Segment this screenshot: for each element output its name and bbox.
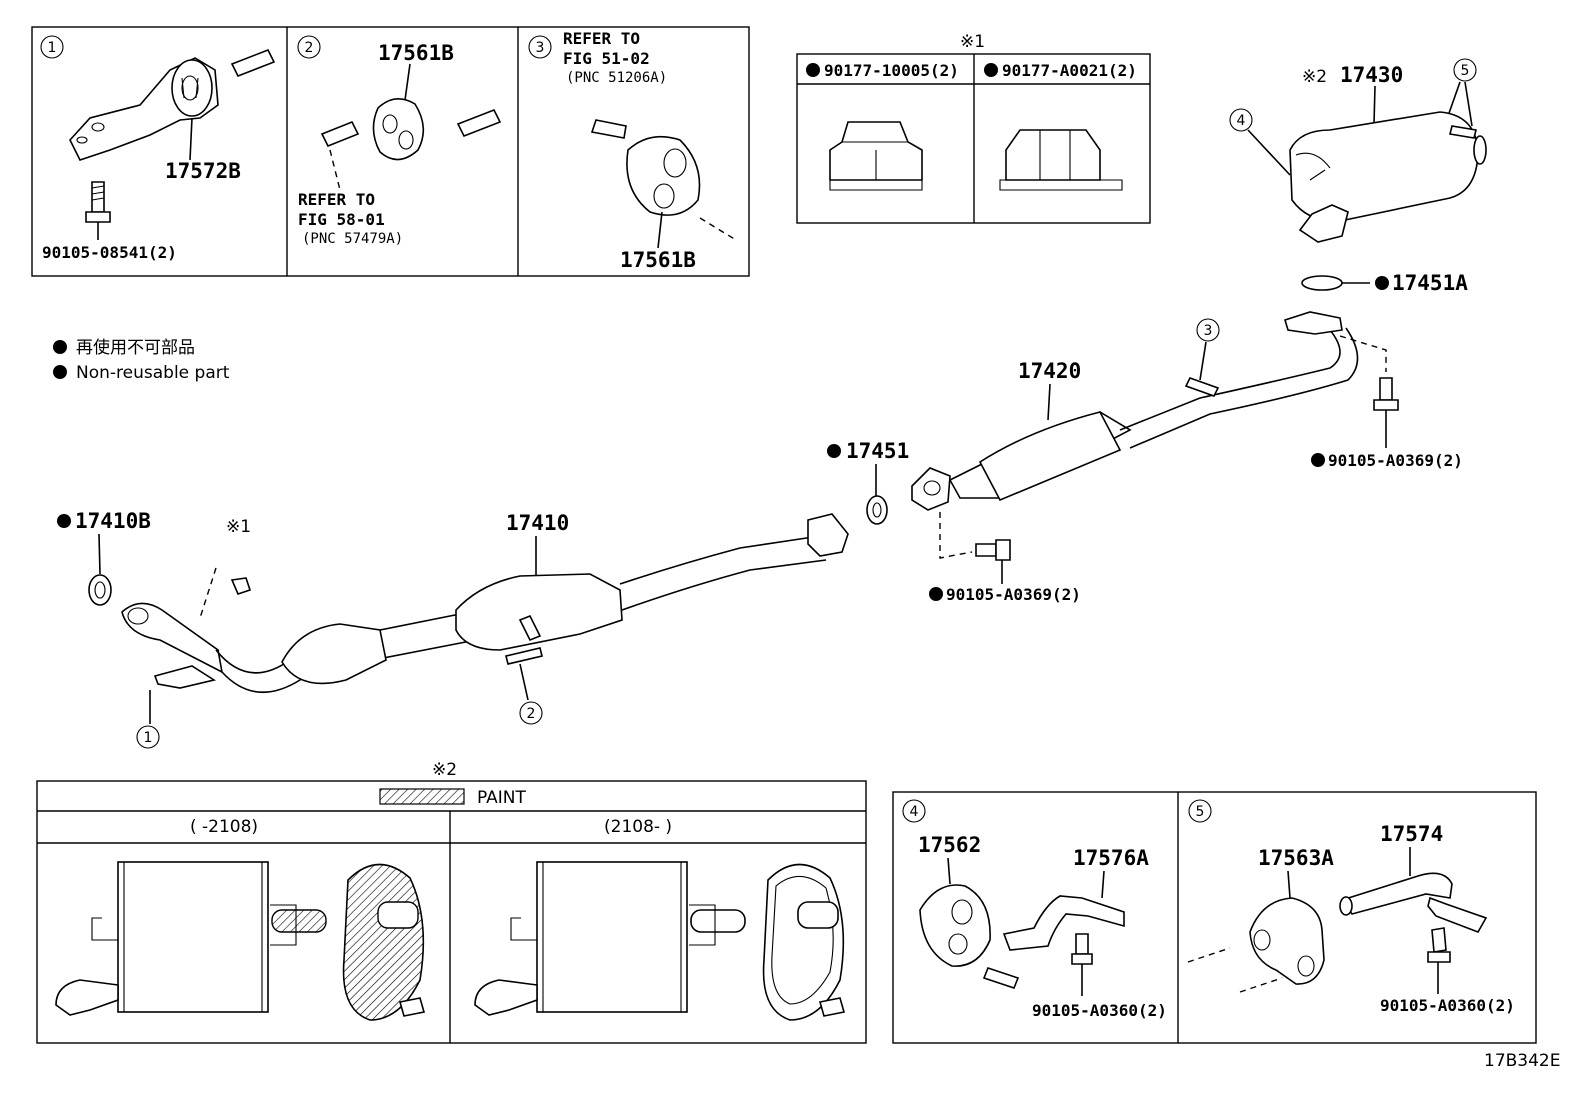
part-17561B-a: 17561B [378,41,454,65]
hex-nut-icon [1005,129,1101,181]
part-17574: 17574 [1380,822,1443,846]
inset-3-number: 3 [536,40,545,56]
ref-line2: FIG 58-01 [298,210,385,229]
inset-1-number: 1 [48,40,57,56]
col1-header: ( -2108) [190,817,258,837]
nuts-box-mark: ※1 [960,32,985,52]
part-17561B-b: 17561B [620,248,696,272]
bolt-front-pn: 90105-A0369(2) [946,585,1081,604]
col2-header: (2108- ) [604,817,672,837]
part-17562: 17562 [918,833,981,857]
muffler-assembly: ※2 17430 5 4 17451A [1229,58,1487,295]
ref-line1-b: REFER TO [563,29,640,48]
inset-2-number: 2 [305,40,314,56]
front-pipe-assembly: 17410B ※1 17410 1 2 [57,509,849,749]
ref-pnc-b: (PNC 51206A) [566,70,667,86]
part-17576A: 17576A [1073,846,1149,870]
part-17451A: 17451A [1392,271,1468,295]
nut-left-pn: 90177-10005(2) [824,61,959,80]
callout-1: 1 [144,730,153,746]
part-17410: 17410 [506,511,569,535]
part-17420: 17420 [1018,359,1081,383]
inset-group-4-5: 4 17562 17576A 90105-A0360(2) 5 17574 17… [892,791,1537,1044]
part-17430: 17430 [1340,63,1403,87]
inset-4-number: 4 [910,804,919,820]
inset-4-bolt-pn: 90105-A0360(2) [1032,1001,1167,1020]
part-17451: 17451 [846,439,909,463]
center-pipe-assembly: 17420 3 90105-A0369(2) 90105-A0369(2) 17… [827,311,1463,604]
nut-right-pn: 90177-A0021(2) [1002,61,1137,80]
nut-mark: ※1 [226,517,251,537]
part-17563A: 17563A [1258,846,1334,870]
inset-5-number: 5 [1196,804,1205,820]
paint-hatch-swatch [379,788,465,805]
part-17410B: 17410B [75,509,151,533]
legend-en: Non-reusable part [76,363,230,383]
legend: 再使用不可部品 Non-reusable part [53,337,230,383]
part-17572B: 17572B [165,159,241,183]
ref-line2-b: FIG 51-02 [563,49,650,68]
callout-4: 4 [1237,113,1246,129]
diagram-code: 17B342E [1484,1051,1560,1071]
legend-jp: 再使用不可部品 [76,337,195,358]
inset-3: 3 REFER TO FIG 51-02 (PNC 51206A) 17561B [528,29,737,272]
inset-2: 2 17561B REFER TO FIG 58-01 (PNC 57479A) [297,35,502,247]
callout-3: 3 [1204,323,1213,339]
callout-2: 2 [527,706,536,722]
callout-5: 5 [1461,63,1470,79]
nuts-box: ※1 90177-10005(2) 90177-A0021(2) [796,32,1151,224]
part-90105-08541: 90105-08541(2) [42,243,177,262]
paint-box: ※2 PAINT ( -2108) (2108- ) [36,760,867,1044]
muffler-mark: ※2 [1302,67,1327,87]
inset-group-1-3: 1 17572B 90105-08541(2) 2 17561B [31,26,750,277]
ref-pnc: (PNC 57479A) [302,231,403,247]
inset-1: 1 17572B 90105-08541(2) [40,35,276,262]
inset-5-bolt-pn: 90105-A0360(2) [1380,996,1515,1015]
paint-legend: PAINT [477,788,527,808]
paint-box-mark: ※2 [432,760,457,780]
bolt-rear-pn: 90105-A0369(2) [1328,451,1463,470]
ref-line1: REFER TO [298,190,375,209]
